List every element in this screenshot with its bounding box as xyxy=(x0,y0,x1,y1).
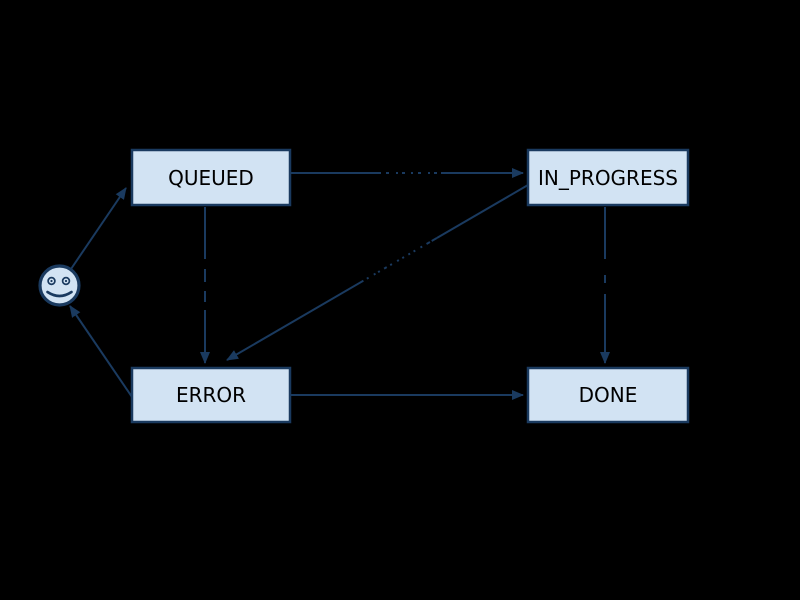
queued-label: QUEUED xyxy=(168,166,254,190)
error-label: ERROR xyxy=(176,383,246,407)
start-node-smiley xyxy=(38,264,81,307)
in-progress-box xyxy=(526,148,690,207)
done-box xyxy=(526,366,690,424)
in-progress-label: IN_PROGRESS xyxy=(538,166,678,190)
error-box xyxy=(130,366,292,424)
state-node-error: ERROR xyxy=(130,366,292,424)
smiley-left-pupil xyxy=(50,279,53,283)
smiley-right-pupil xyxy=(64,279,68,283)
smiley-face-icon xyxy=(38,264,81,307)
nodes: QUEUED IN_PROGRESS ERROR DONE xyxy=(38,148,690,424)
edge-label-masks xyxy=(201,169,609,312)
done-label: DONE xyxy=(579,383,638,407)
state-node-done: DONE xyxy=(526,366,690,424)
state-node-queued: QUEUED xyxy=(130,148,292,207)
edge-label-in-progress-to-error xyxy=(361,234,439,284)
queued-box xyxy=(130,148,292,207)
smiley-mouth xyxy=(46,290,73,298)
edge-error-to-start xyxy=(69,305,133,398)
edge-start-to-queued xyxy=(70,187,127,270)
state-node-in-progress: IN_PROGRESS xyxy=(526,148,690,207)
edges xyxy=(69,168,610,400)
